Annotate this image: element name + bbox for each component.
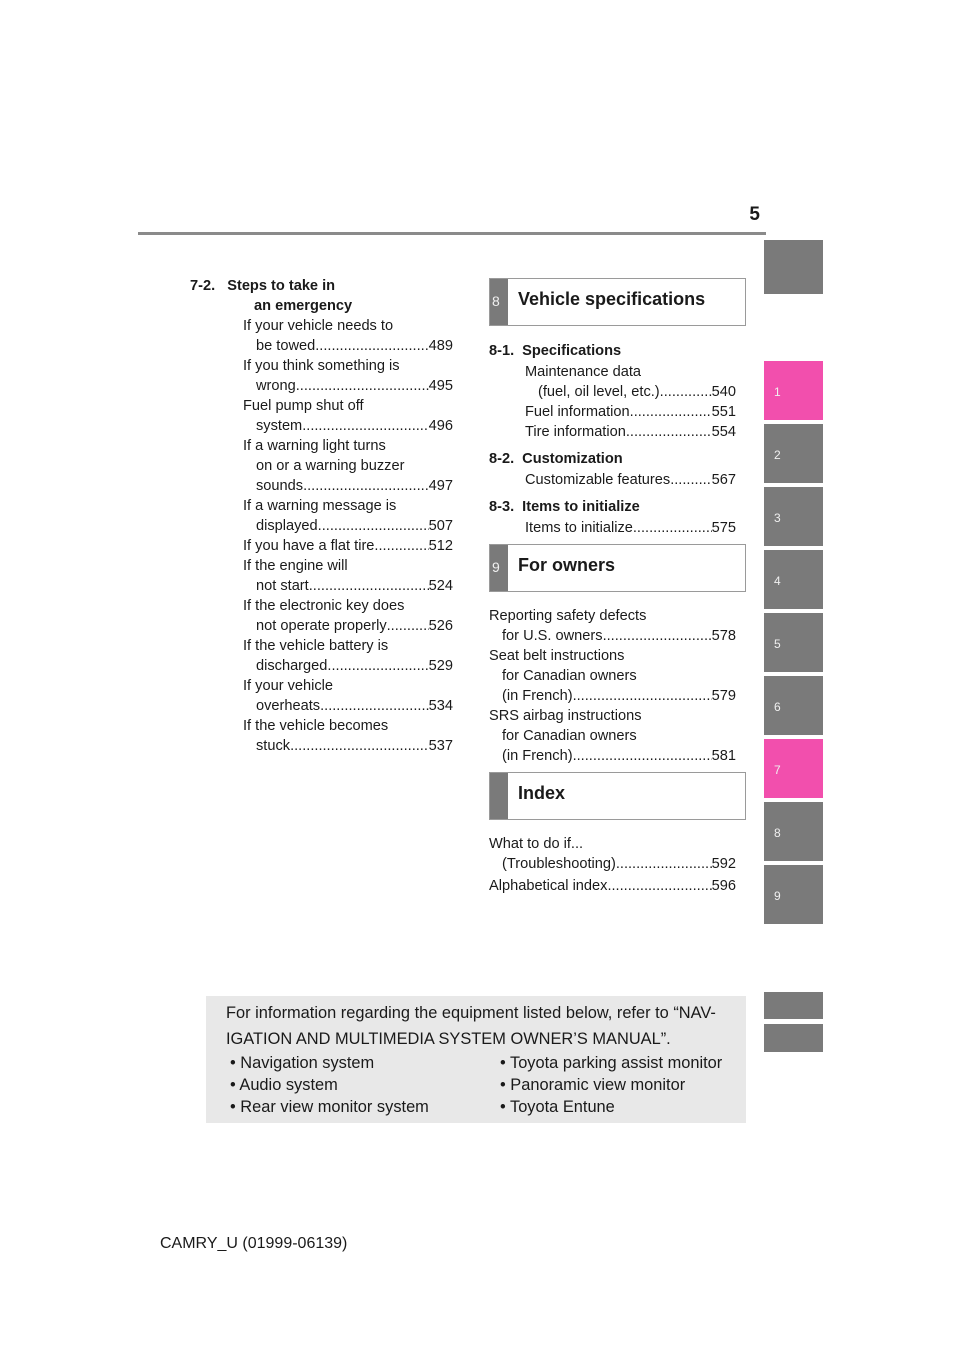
chapter-title: For owners — [518, 555, 616, 575]
side-tab-blank-lower-1[interactable] — [764, 992, 823, 1019]
equipment-item: • Panoramic view monitor — [500, 1076, 686, 1094]
equipment-item: • Rear view monitor system — [230, 1098, 429, 1116]
side-tab-4[interactable]: 4 — [764, 550, 823, 609]
toc-entry[interactable]: Fuel information551 — [489, 402, 736, 422]
side-tab-label: 3 — [774, 511, 781, 525]
toc-entry[interactable]: If the vehicle becomes stuck537 — [243, 716, 453, 756]
footer-doc-code: CAMRY_U (01999-06139) — [160, 1235, 348, 1252]
toc-entry[interactable]: If you think something is wrong495 — [243, 356, 453, 396]
chapter-8-header[interactable]: 8 Vehicle specifications — [489, 278, 746, 326]
side-tab-6[interactable]: 6 — [764, 676, 823, 735]
chapter-9-contents: Reporting safety defects for U.S. owners… — [489, 606, 736, 766]
toc-entry[interactable]: Customizable features567 — [489, 470, 736, 490]
side-tab-label: 2 — [774, 448, 781, 462]
section-heading: 8-3.Items to initialize — [489, 499, 640, 515]
side-tab-label: 7 — [774, 763, 781, 777]
toc-entry[interactable]: SRS airbag instructions for Canadian own… — [489, 706, 736, 766]
toc-entry[interactable]: If the engine will not start524 — [243, 556, 453, 596]
side-tab-label: 5 — [774, 637, 781, 651]
side-tab-3[interactable]: 3 — [764, 487, 823, 546]
side-tab-label: 1 — [774, 385, 781, 399]
section-heading: 8-2.Customization — [489, 451, 623, 467]
toc-entry[interactable]: Reporting safety defects for U.S. owners… — [489, 606, 736, 646]
side-tab-label: 9 — [774, 889, 781, 903]
index-bar — [490, 773, 508, 819]
top-rule — [138, 232, 766, 235]
side-tab-label: 6 — [774, 700, 781, 714]
info-text: For information regarding the equipment … — [226, 1004, 716, 1048]
left-entry-list: If your vehicle needs to be towed489 If … — [243, 316, 453, 756]
chapter-9-header[interactable]: 9 For owners — [489, 544, 746, 592]
toc-entry[interactable]: If your vehicle needs to be towed489 — [243, 316, 453, 356]
side-tab-5[interactable]: 5 — [764, 613, 823, 672]
chapter-number-bar: 8 — [490, 279, 508, 325]
toc-entry[interactable]: If the electronic key does not operate p… — [243, 596, 453, 636]
equipment-item: • Audio system — [230, 1076, 338, 1094]
section-heading-7-2: 7-2. Steps to take in an emergency — [190, 278, 353, 314]
chapter-8-contents: 8-1.Specifications Maintenance data (fue… — [489, 341, 736, 538]
toc-entry[interactable]: Seat belt instructions for Canadian owne… — [489, 646, 736, 706]
index-contents: What to do if... (Troubleshooting)592 Al… — [489, 834, 736, 896]
toc-entry[interactable]: What to do if... (Troubleshooting)592 — [489, 834, 736, 874]
page-number: 5 — [749, 204, 760, 225]
toc-entry[interactable]: If a warning message is displayed507 — [243, 496, 453, 536]
toc-entry[interactable]: If the vehicle battery is discharged529 — [243, 636, 453, 676]
side-tab-blank-lower-2[interactable] — [764, 1024, 823, 1052]
chapter-title: Vehicle specifications — [518, 289, 706, 309]
toc-entry[interactable]: If your vehicle overheats534 — [243, 676, 453, 716]
side-tab-9[interactable]: 9 — [764, 865, 823, 924]
side-tab-blank-top[interactable] — [764, 240, 823, 294]
side-tab-7[interactable]: 7 — [764, 739, 823, 798]
side-tab-label: 4 — [774, 574, 781, 588]
toc-entry[interactable]: Alphabetical index596 — [489, 876, 736, 896]
equipment-item: • Navigation system — [230, 1054, 375, 1072]
equipment-item: • Toyota Entune — [500, 1098, 615, 1116]
section-heading: 8-1.Specifications — [489, 343, 622, 359]
toc-entry[interactable]: If a warning light turns on or a warning… — [243, 436, 453, 496]
side-tab-label: 8 — [774, 826, 781, 840]
toc-entry[interactable]: Items to initialize575 — [489, 518, 736, 538]
index-header[interactable]: Index — [489, 772, 746, 820]
chapter-number-bar: 9 — [490, 545, 508, 591]
equipment-item: • Toyota parking assist monitor — [500, 1054, 723, 1072]
toc-entry[interactable]: Tire information554 — [489, 422, 736, 442]
index-title: Index — [518, 783, 566, 803]
toc-entry[interactable]: If you have a flat tire512 — [243, 536, 453, 556]
side-tab-8[interactable]: 8 — [764, 802, 823, 861]
side-tab-2[interactable]: 2 — [764, 424, 823, 483]
toc-entry[interactable]: Maintenance data (fuel, oil level, etc.)… — [489, 362, 736, 402]
side-tab-1[interactable]: 1 — [764, 361, 823, 420]
toc-entry[interactable]: Fuel pump shut off system496 — [243, 396, 453, 436]
info-box: For information regarding the equipment … — [206, 996, 746, 1123]
